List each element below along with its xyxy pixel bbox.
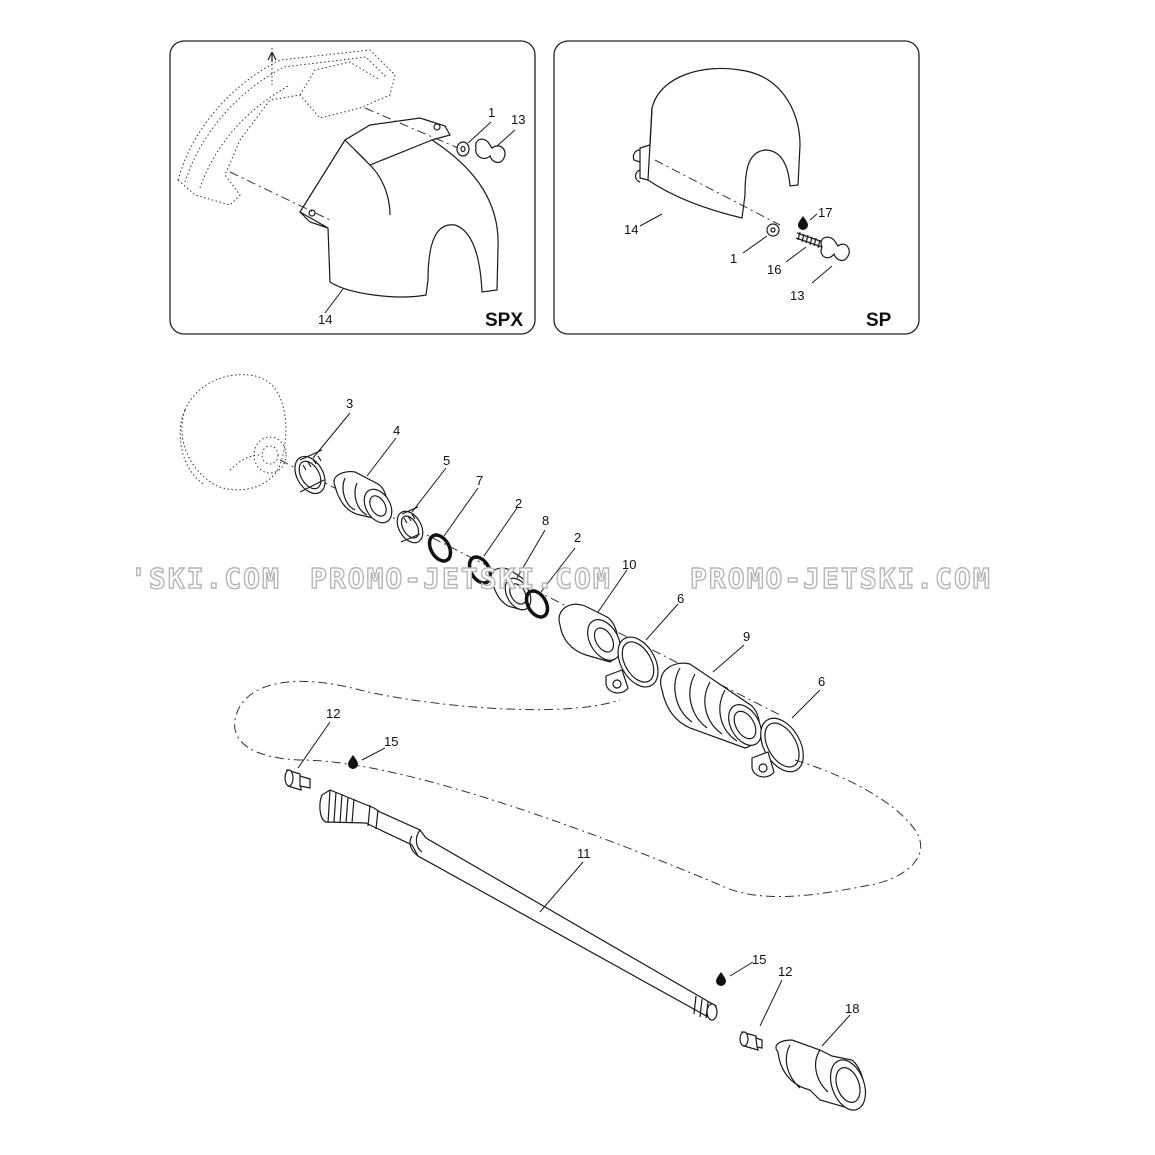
- callout-11: 11: [577, 846, 591, 861]
- sp-wing-nut-part-13: [820, 236, 850, 262]
- drive-assembly: 3 4 5 7 2 8 2 10 6 9 6 12 15 11 15 12 18: [179, 374, 921, 1111]
- spx-cover-part-14: [299, 117, 499, 298]
- assembly-boundary: [234, 680, 921, 897]
- spx-washer-part-1: [456, 141, 470, 157]
- callout-spx-14: 14: [318, 312, 332, 327]
- callout-2b: 2: [574, 530, 581, 545]
- callout-spx-13: 13: [511, 112, 525, 127]
- callout-15a: 15: [384, 734, 398, 749]
- callout-spx-1: 1: [488, 105, 495, 120]
- callout-15b: 15: [752, 952, 766, 967]
- callout-12a: 12: [326, 706, 340, 721]
- callout-4: 4: [393, 423, 400, 438]
- boot-part-9: [659, 662, 762, 749]
- sp-washer-part-1: [766, 223, 780, 237]
- callout-2a: 2: [515, 496, 522, 511]
- spx-panel-frame: [169, 40, 536, 335]
- seal-carrier-part-10: [558, 603, 621, 663]
- watermark: 'SKI.COM PROMO-JETSKI.COM PROMO-JETSKI.C…: [129, 561, 992, 595]
- callout-12b: 12: [778, 964, 792, 979]
- drop-icon-b: [716, 972, 726, 986]
- spx-badge: SPX: [485, 310, 523, 331]
- callout-sp-13: 13: [790, 288, 804, 303]
- callout-6a: 6: [677, 591, 684, 606]
- sp-badge: SP: [866, 310, 892, 331]
- coupler-part-4: [333, 470, 393, 524]
- sp-screw-part-16: [795, 231, 824, 249]
- sp-panel: 17 14 1 16 13 SP: [553, 40, 920, 335]
- sp-drop-icon: [798, 216, 808, 230]
- callout-10: 10: [622, 557, 636, 572]
- o-ring-part-7: [427, 533, 453, 563]
- spx-wing-nut-part-13: [475, 138, 506, 164]
- callout-9: 9: [743, 629, 750, 644]
- callout-3: 3: [346, 396, 353, 411]
- clamp-part-5: [396, 506, 424, 544]
- pto-flywheel-outline: [179, 374, 287, 491]
- callout-8: 8: [542, 513, 549, 528]
- pin-part-12-b: [739, 1031, 763, 1051]
- spx-hood-outline: [177, 48, 396, 206]
- clamp-part-3: [294, 449, 326, 495]
- drive-shaft-part-11: [319, 789, 718, 1021]
- watermark-center: PROMO-JETSKI.COM: [310, 562, 612, 595]
- callout-sp-14: 14: [624, 222, 638, 237]
- o-ring-part-2-a: [467, 555, 493, 585]
- callout-7: 7: [476, 473, 483, 488]
- watermark-left: 'SKI.COM: [130, 562, 281, 595]
- hose-clamp-part-6-b: [751, 717, 804, 778]
- pin-part-12-a: [284, 769, 311, 791]
- callout-sp-17: 17: [818, 205, 832, 220]
- callout-6b: 6: [818, 674, 825, 689]
- callout-18: 18: [845, 1001, 859, 1016]
- callout-5: 5: [443, 453, 450, 468]
- o-ring-part-2-b: [524, 589, 550, 619]
- bushing-part-8: [490, 567, 532, 611]
- drop-icon-a: [348, 755, 358, 769]
- sp-cover-part-14: [632, 67, 801, 219]
- spx-panel: 1 13 14 SPX: [169, 40, 536, 335]
- adaptor-part-18: [775, 1039, 867, 1111]
- sp-panel-frame: [553, 40, 920, 335]
- watermark-right: PROMO-JETSKI.COM: [690, 562, 992, 595]
- callout-sp-16: 16: [767, 262, 781, 277]
- hose-clamp-part-6-a: [605, 636, 659, 694]
- spx-fastener: [229, 107, 506, 221]
- sp-fastener: [654, 159, 850, 262]
- callout-sp-1: 1: [730, 251, 737, 266]
